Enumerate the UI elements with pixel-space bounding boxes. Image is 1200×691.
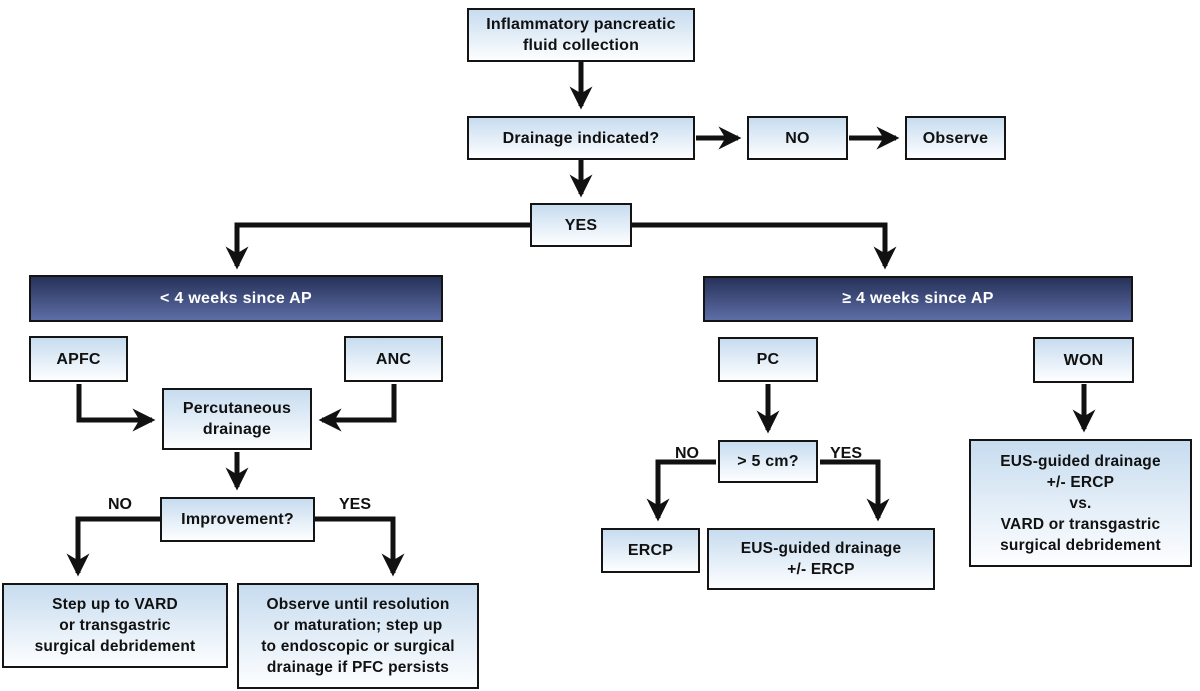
edge-size-no-to-ercp <box>646 459 716 522</box>
header-gte-4-weeks-since-ap: ≥ 4 weeks since AP <box>703 276 1133 322</box>
node-step-up-to-vard: Step up to VARD or transgastric surgical… <box>2 583 228 668</box>
node-improvement: Improvement? <box>160 497 315 542</box>
node-gt-5cm: > 5 cm? <box>718 440 818 483</box>
header-lt-4-weeks-since-ap: < 4 weeks since AP <box>29 275 443 322</box>
edge-apfc-to-percutaneous <box>76 384 156 432</box>
edge-yes-to-lt4weeks <box>225 222 530 270</box>
node-observe-until-resolution: Observe until resolution or maturation; … <box>237 583 479 689</box>
node-anc: ANC <box>344 336 443 382</box>
label-size-no: NO <box>675 445 699 462</box>
node-drainage-indicated: Drainage indicated? <box>467 116 695 160</box>
edge-size-yes-to-eus <box>820 459 890 522</box>
node-eus-guided-drainage: EUS-guided drainage +/- ERCP <box>707 528 935 590</box>
node-yes: YES <box>530 203 632 247</box>
label-size-yes: YES <box>829 445 862 462</box>
node-won: WON <box>1033 337 1134 383</box>
node-no: NO <box>747 116 848 160</box>
edge-improvement-yes-to-observe-until <box>315 516 405 577</box>
node-observe: Observe <box>905 116 1006 160</box>
node-won-treatment: EUS-guided drainage +/- ERCP vs. VARD or… <box>969 439 1192 567</box>
label-improvement-yes: YES <box>338 496 371 513</box>
node-ercp: ERCP <box>601 528 700 573</box>
edge-yes-to-gte4weeks <box>632 222 897 270</box>
label-improvement-no: NO <box>108 496 132 513</box>
edge-anc-to-percutaneous <box>318 384 397 432</box>
edge-improvement-no-to-stepup <box>66 516 160 577</box>
node-pc: PC <box>718 337 818 382</box>
node-percutaneous-drainage: Percutaneous drainage <box>162 388 312 450</box>
node-inflammatory-pancreatic-fluid-collection: Inflammatory pancreatic fluid collection <box>467 8 695 62</box>
node-apfc: APFC <box>29 336 128 382</box>
